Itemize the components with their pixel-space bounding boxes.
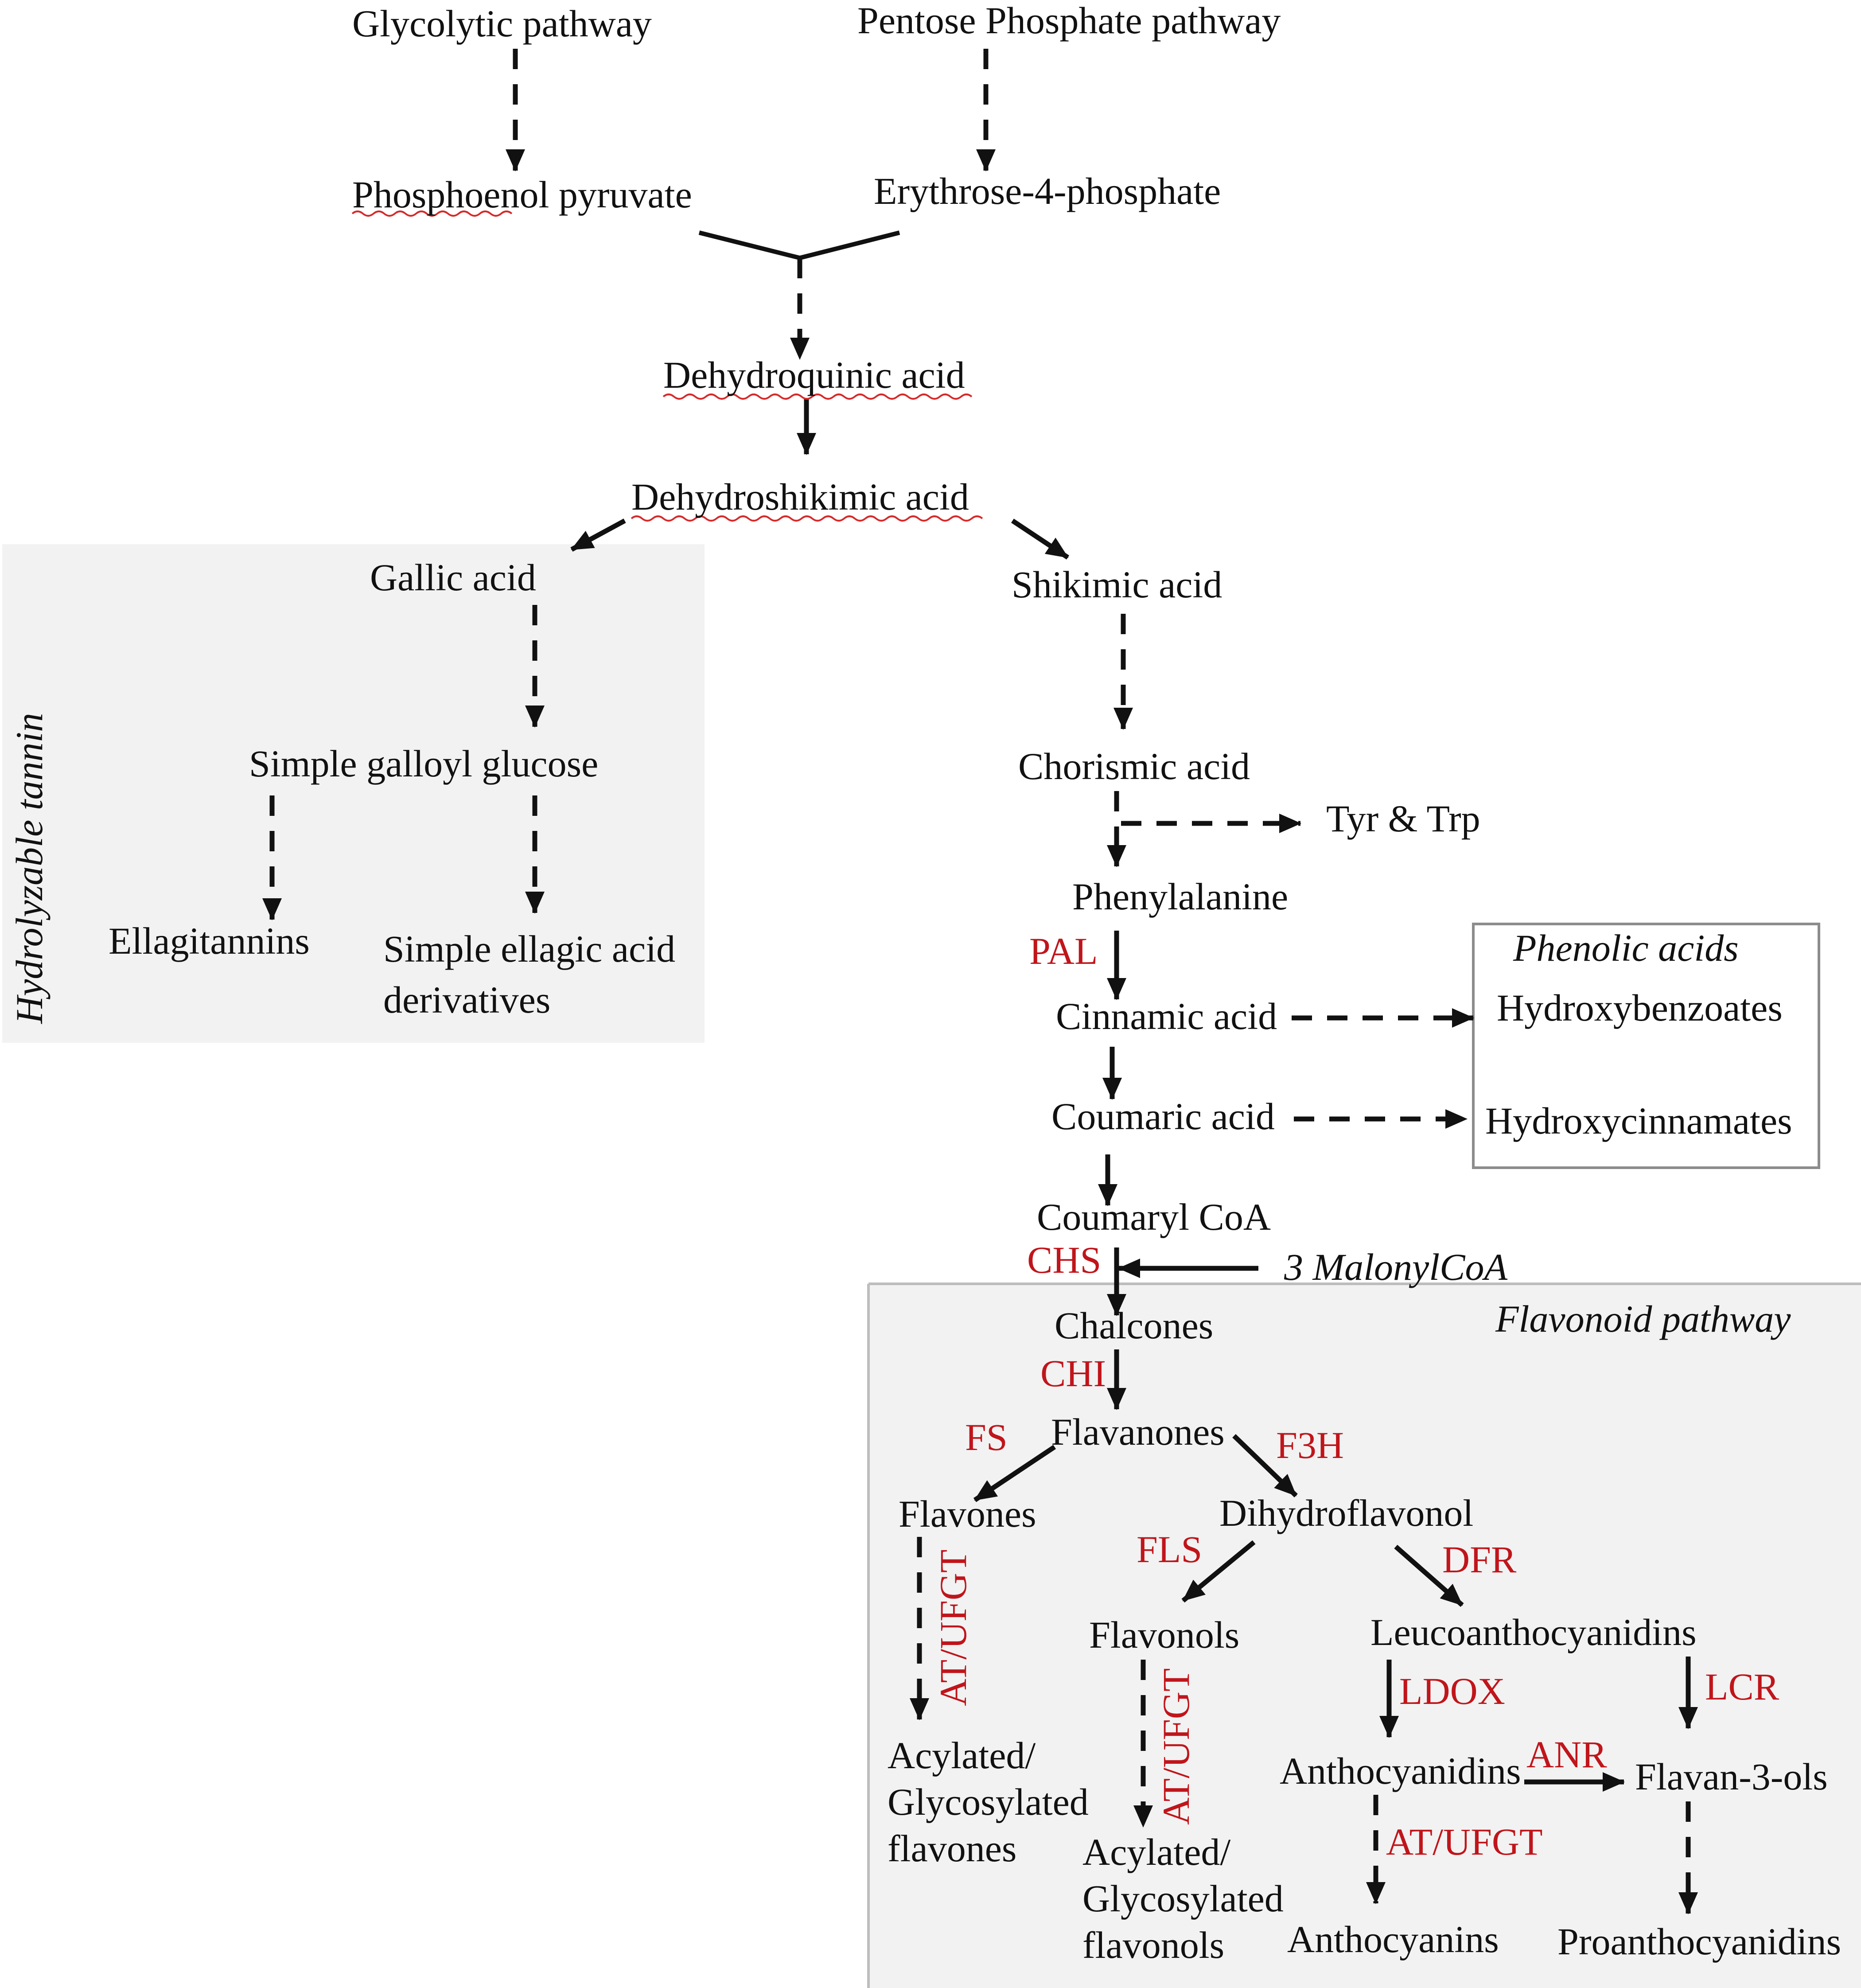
node-glycolytic-pathway: Glycolytic pathway: [352, 2, 652, 45]
phenolic-acids-label: Phenolic acids: [1513, 927, 1739, 969]
node-simple-galloyl-glucose: Simple galloyl glucose: [249, 742, 598, 785]
node-tyr-trp: Tyr & Trp: [1326, 797, 1480, 840]
node-hydroxycinnamates: Hydroxycinnamates: [1485, 1099, 1792, 1142]
node-pentose-phosphate-pathway: Pentose Phosphate pathway: [857, 0, 1281, 42]
node-ellagitannins: Ellagitannins: [109, 920, 310, 962]
node-coumaric-acid: Coumaric acid: [1051, 1095, 1275, 1138]
node-phenylalanine: Phenylalanine: [1072, 875, 1288, 918]
node-anthocyanidins: Anthocyanidins: [1280, 1750, 1521, 1792]
enzyme-f3h: F3H: [1276, 1424, 1344, 1466]
node-chorismic-acid: Chorismic acid: [1018, 745, 1250, 787]
node-flavan-3-ols: Flavan-3-ols: [1635, 1755, 1828, 1798]
node-acylated-flavonols-line2: Glycosylated: [1082, 1877, 1284, 1920]
arrow-flavanones-to-flavones: [973, 1445, 1056, 1502]
hydrolyzable-tannin-panel: [2, 544, 705, 1043]
arrow-dihydroflavonol-to-leucoanthocyanidins: [1394, 1544, 1464, 1607]
node-cinnamic-acid: Cinnamic acid: [1056, 995, 1277, 1037]
enzyme-pal: PAL: [1029, 930, 1098, 972]
node-acylated-flavones-line3: flavones: [888, 1827, 1016, 1870]
enzyme-fls: FLS: [1137, 1528, 1202, 1571]
node-phosphoenol-pyruvate: Phosphoenol pyruvate: [352, 173, 692, 216]
enzyme-lcr: LCR: [1705, 1665, 1779, 1708]
enzyme-chs: CHS: [1027, 1239, 1101, 1281]
arrow-dihydroflavonol-to-flavonols: [1181, 1540, 1256, 1603]
node-3-malonylcoa: 3 MalonylCoA: [1284, 1246, 1507, 1288]
node-shikimic-acid: Shikimic acid: [1012, 563, 1222, 606]
arrow-flavanones-to-dihydroflavonol: [1232, 1434, 1298, 1497]
enzyme-anr: ANR: [1526, 1733, 1607, 1776]
flavonoid-pathway-panel: [868, 1284, 1861, 1988]
node-ellagic-derivatives: derivatives: [383, 978, 550, 1021]
node-leucoanthocyanidins: Leucoanthocyanidins: [1370, 1611, 1697, 1653]
node-dehydroshikimic-acid: Dehydroshikimic acid: [631, 476, 969, 518]
node-erythrose-4-phosphate: Erythrose-4-phosphate: [874, 170, 1221, 212]
merge-bracket: [698, 230, 900, 261]
arrow-to-shikimic: [1011, 518, 1070, 560]
node-dehydroquinic-acid: Dehydroquinic acid: [663, 354, 965, 396]
enzyme-ldox: LDOX: [1399, 1670, 1505, 1712]
enzyme-dfr: DFR: [1442, 1538, 1517, 1581]
node-hydroxybenzoates: Hydroxybenzoates: [1497, 986, 1783, 1029]
node-flavanones: Flavanones: [1051, 1411, 1225, 1453]
flavonoid-pathway-label: Flavonoid pathway: [1495, 1298, 1791, 1340]
node-proanthocyanidins: Proanthocyanidins: [1557, 1920, 1841, 1963]
node-flavonols: Flavonols: [1089, 1614, 1239, 1656]
node-chalcones: Chalcones: [1055, 1304, 1213, 1347]
node-acylated-flavonols-line3: flavonols: [1082, 1924, 1224, 1966]
node-gallic-acid: Gallic acid: [370, 556, 536, 599]
hydrolyzable-tannin-label: Hydrolyzable tannin: [8, 713, 51, 1024]
node-acylated-flavonols-line1: Acylated/: [1082, 1831, 1230, 1873]
spellcheck-underline-pep: [351, 210, 513, 217]
node-acylated-flavones-line1: Acylated/: [888, 1734, 1036, 1777]
spellcheck-underline-dehydroshikimic: [631, 515, 983, 522]
node-flavones: Flavones: [899, 1493, 1036, 1535]
arrow-to-gallic: [570, 518, 626, 552]
node-dihydroflavonol: Dihydroflavonol: [1219, 1492, 1473, 1534]
enzyme-fs: FS: [965, 1416, 1008, 1458]
node-anthocyanins: Anthocyanins: [1287, 1918, 1499, 1961]
enzyme-at-ufgt-flavones: AT/UFGT: [932, 1549, 974, 1706]
node-simple-ellagic-acid: Simple ellagic acid: [383, 928, 675, 970]
phenolic-acids-box: [1472, 923, 1820, 1169]
node-acylated-flavones-line2: Glycosylated: [888, 1781, 1089, 1823]
node-coumaryl-coa: Coumaryl CoA: [1037, 1196, 1271, 1238]
enzyme-at-ufgt-flavonols: AT/UFGT: [1155, 1668, 1197, 1825]
enzyme-at-ufgt-anthocyanins: AT/UFGT: [1386, 1820, 1543, 1863]
spellcheck-underline-dehydroquinic: [662, 394, 973, 400]
enzyme-chi: CHI: [1040, 1352, 1106, 1395]
